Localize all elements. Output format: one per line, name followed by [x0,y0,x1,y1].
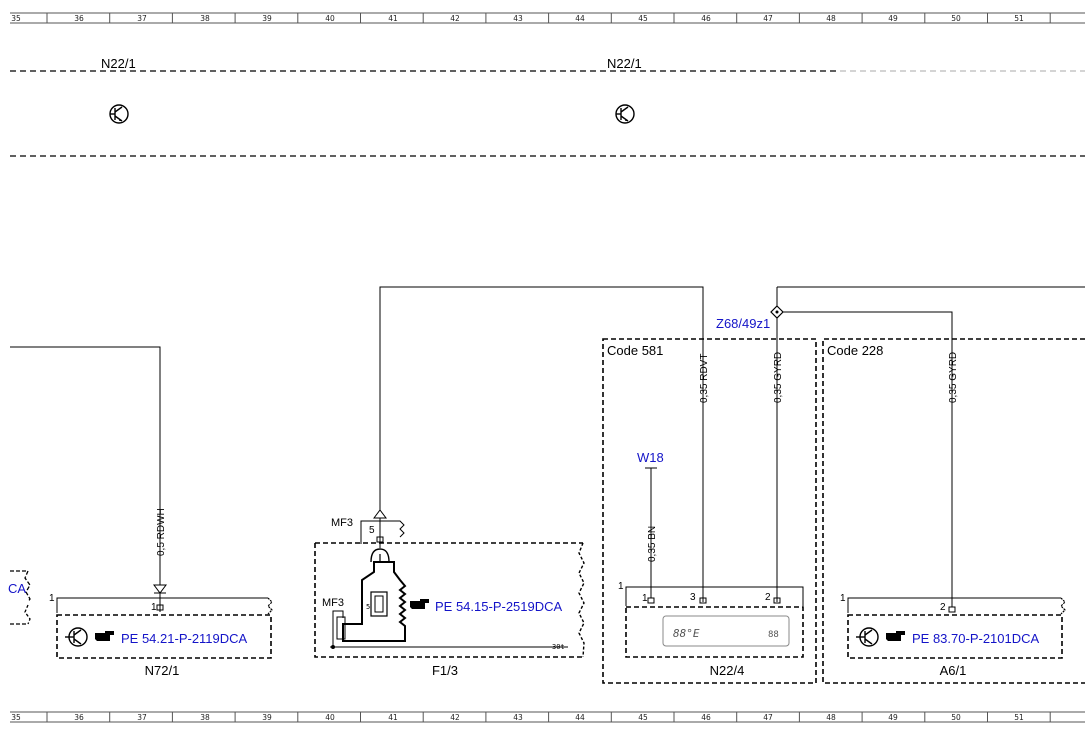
connector-label-mf3-side: MF3 [322,597,344,609]
ruler-number: 50 [951,713,961,722]
ruler-number: 39 [262,14,272,23]
ruler-number: 49 [888,14,898,23]
ruler-number: 40 [325,14,335,23]
ruler-number: 46 [701,14,711,23]
ruler-number: 47 [763,713,773,722]
ground-link-w18[interactable]: W18 [637,450,664,465]
n22-1-block: N22/1 N22/1 [10,56,1085,157]
ruler-number: 40 [325,713,335,722]
pin-number: 2 [765,592,771,603]
n22-4-component: Code 581 W18 0,35 BN 0,35 RDVT 0,35 GYRD… [602,338,817,684]
ruler-number: 38 [200,713,210,722]
pin-number: 1 [840,593,846,604]
top-ruler: 35 36 37 38 39 40 41 42 43 44 45 46 47 4… [10,12,1085,24]
connector-label-mf3: MF3 [331,517,353,529]
ruler-number: 43 [513,14,523,23]
pin-number: 2 [940,602,946,613]
ruler-number: 35 [11,14,21,23]
reference-link-n72-1[interactable]: PE 54.21-P-2119DCA [121,631,248,646]
wire-label: 0,5 RDWH [156,508,167,556]
component-label-n22-1: N22/1 [101,56,136,71]
pin-label-30t: 30t [552,643,565,651]
display-readout-right: 88 [768,630,779,640]
hand-pointer-icon [410,599,429,609]
f1-3-component: MF3 5 5 MF3 30t PE 54.15-P-2519DCA F1/3 [314,509,585,678]
bottom-ruler: 35 36 37 38 39 40 41 42 43 44 45 46 47 4… [10,711,1085,723]
reference-link-f1-3[interactable]: PE 54.15-P-2519DCA [435,599,563,614]
ruler-number: 49 [888,713,898,722]
ruler-number: 45 [638,713,648,722]
component-label-n22-1: N22/1 [607,56,642,71]
ruler-number: 35 [11,713,21,722]
ruler-number: 39 [262,713,272,722]
ruler-number: 48 [826,14,836,23]
pin-number: 3 [690,592,696,603]
pin-number: 1 [151,602,157,613]
hand-pointer-icon [886,631,905,641]
wire-label: 0,35 BN [647,526,658,562]
splice-link-z68-49z1[interactable]: Z68/49z1 [716,316,770,331]
ruler-number: 47 [763,14,773,23]
left-cut-component: CA [8,570,31,625]
ruler-number: 36 [74,14,84,23]
ruler-number: 41 [388,14,398,23]
wires [10,286,1085,607]
n72-1-component: 0,5 RDWH 1 1 PE 54.21-P-2119DCA N72/1 [49,508,273,678]
pin-number: 5 [369,525,375,536]
ruler-number: 48 [826,713,836,722]
ruler-number: 43 [513,713,523,722]
splice-point [770,305,784,319]
transistor-icon [65,627,88,647]
hand-pointer-icon [95,631,114,641]
ruler-number: 37 [137,713,147,722]
reference-link-fragment[interactable]: CA [8,581,26,596]
wire-label: 0,35 GYRD [773,352,784,403]
ruler-number: 44 [575,14,585,23]
ruler-number: 42 [450,14,460,23]
ruler-number: 44 [575,713,585,722]
fuse-number: 5 [366,603,370,611]
ruler-number: 41 [388,713,398,722]
component-label-f1-3: F1/3 [432,663,458,678]
transistor-icon [856,627,879,647]
ruler-number: 50 [951,14,961,23]
wire-label: 0,35 RDVT [699,354,710,403]
wire-label: 0,35 GYRD [948,352,959,403]
ruler-number: 45 [638,14,648,23]
pin-number: 1 [49,593,55,604]
component-label-n72-1: N72/1 [145,663,180,678]
ruler-number: 38 [200,14,210,23]
ruler-number: 37 [137,14,147,23]
ruler-number: 51 [1014,713,1024,722]
code-label-581: Code 581 [607,343,663,358]
display-readout: 88°E [673,627,700,640]
transistor-icon [109,104,129,124]
component-label-a6-1: A6/1 [940,663,967,678]
ruler-number: 36 [74,713,84,722]
a6-1-component: Code 228 0,35 GYRD 1 2 PE 83.70-P-2101DC… [822,338,1085,684]
code-label-228: Code 228 [827,343,883,358]
component-label-n22-4: N22/4 [710,663,745,678]
reference-link-a6-1[interactable]: PE 83.70-P-2101DCA [912,631,1040,646]
pin-number: 1 [642,593,648,604]
ruler-number: 46 [701,713,711,722]
transistor-icon [615,104,635,124]
pin-number: 1 [618,581,624,592]
ruler-number: 42 [450,713,460,722]
ruler-number: 51 [1014,14,1024,23]
